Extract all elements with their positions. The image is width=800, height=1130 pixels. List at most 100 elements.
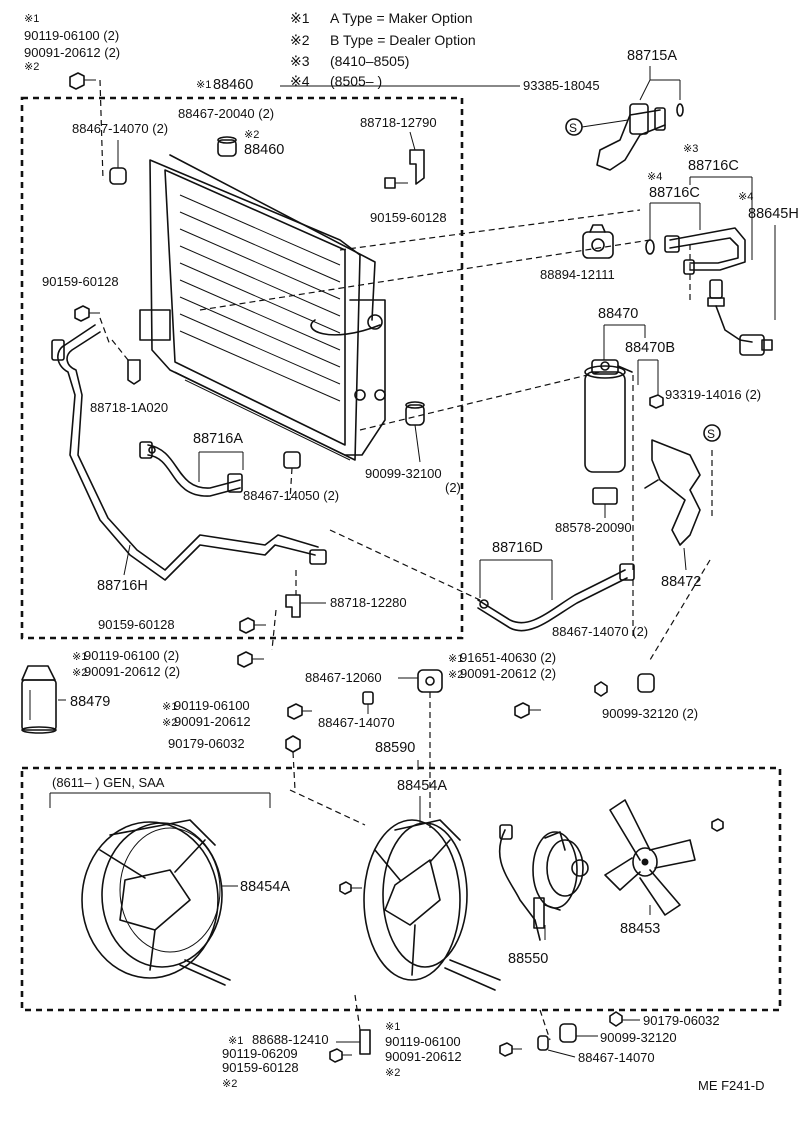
cushion-icon	[592, 487, 618, 518]
bolt-icon	[711, 818, 724, 832]
label-90091-20612-e: 90091-20612	[385, 1049, 462, 1064]
legend-mark-2: ※2	[290, 32, 310, 48]
label-88718-12280: 88718-12280	[330, 595, 407, 610]
label-90091-20612-d: 90091-20612	[174, 714, 251, 729]
label-90091-20612-c: 90091-20612 (2)	[460, 666, 556, 681]
label-90119-06100-d: 90119-06100	[385, 1034, 461, 1049]
mark-3-a: ※3	[683, 143, 698, 155]
label-93319-14016: 93319-14016 (2)	[665, 387, 761, 402]
label-88470b: 88470B	[625, 340, 675, 356]
label-90119-06209: 90119-06209	[222, 1046, 298, 1061]
label-88467-20040: 88467-20040 (2)	[178, 106, 274, 121]
bolt-icon	[69, 72, 104, 181]
legend-text-4: (8505– )	[330, 73, 382, 89]
fan-motor-icon	[532, 831, 589, 911]
label-90099-32120-b: 90099-32120	[600, 1030, 677, 1045]
label-88454a-b: 88454A	[397, 778, 447, 794]
label-90179-06032-a: 90179-06032	[168, 736, 245, 751]
leader-line	[639, 79, 651, 101]
mark-2-e: ※2	[162, 717, 177, 729]
label-88460: 88460	[244, 142, 284, 158]
label-88894-12111: 88894-12111	[540, 267, 615, 282]
figure-code: ME F241-D	[698, 1078, 764, 1093]
cushion-icon	[109, 140, 127, 185]
hose-icon	[477, 563, 635, 632]
label-90119-06100-c: 90119-06100	[174, 698, 250, 713]
refrigerant-can-icon	[21, 665, 57, 734]
legend-text-2: B Type = Dealer Option	[330, 32, 476, 48]
label-91651-40630: 91651-40630 (2)	[460, 650, 556, 665]
cushion-icon	[217, 136, 237, 157]
bolt-icon	[74, 305, 111, 346]
cushion-icon	[398, 669, 443, 830]
connector-dashed-line	[289, 789, 366, 826]
label-88467-14070-a: 88467-14070 (2)	[72, 121, 168, 136]
label-88590: 88590	[375, 740, 415, 756]
bolt-icon	[237, 651, 264, 668]
label-90099-32120-a: 90099-32120 (2)	[602, 706, 698, 721]
bracket-icon	[111, 339, 141, 385]
condenser-assembly-box	[20, 96, 464, 640]
label-88688-12410: 88688-12410	[252, 1032, 329, 1047]
label-88460-top: 88460	[213, 77, 253, 93]
cushion-icon	[405, 401, 425, 463]
nut-icon	[609, 1011, 640, 1027]
connector-dashed-line	[329, 529, 481, 601]
legend-mark-1: ※1	[290, 10, 310, 26]
pressure-switch-icon	[707, 279, 773, 356]
connector-dashed-line	[354, 994, 361, 1031]
bolt-icon	[339, 881, 362, 895]
mark-2-a: ※2	[24, 61, 39, 73]
mark-1-b: ※1	[196, 79, 211, 91]
label-93385-18045: 93385-18045	[523, 78, 600, 93]
label-88467-14070-b: 88467-14070 (2)	[552, 624, 648, 639]
connector-dashed-line	[339, 209, 641, 251]
cushion-icon	[362, 691, 374, 714]
pipe-icon	[645, 227, 746, 275]
label-90159-60128-c: 90159-60128	[98, 617, 175, 632]
mark-4-b: ※4	[738, 191, 753, 203]
mark-1-f: ※1	[228, 1035, 243, 1047]
mark-2-c: ※2	[72, 667, 87, 679]
mark-2-f: ※2	[222, 1078, 237, 1090]
clamp-icon	[582, 224, 614, 259]
label-88718-12790: 88718-12790	[360, 115, 437, 130]
motor-wire-icon	[498, 824, 545, 941]
legend-text-3: (8410–8505)	[330, 53, 409, 69]
label-90091-20612-b: 90091-20612 (2)	[84, 664, 180, 679]
mark-1-e: ※1	[162, 701, 177, 713]
label-90099-32100-qty: (2)	[445, 480, 461, 495]
bolt-icon	[287, 703, 312, 720]
section-gen-saa: (8611– ) GEN, SAA	[52, 775, 165, 790]
seal-s-icon: S	[703, 424, 721, 442]
bolt-icon	[499, 1042, 522, 1057]
label-88467-14050: 88467-14050 (2)	[243, 488, 339, 503]
seal-s-letter: S	[707, 427, 715, 441]
fan-blade-icon	[604, 799, 696, 916]
legend-mark-4: ※4	[290, 73, 310, 89]
label-88479: 88479	[70, 694, 110, 710]
label-88716h: 88716H	[97, 578, 148, 594]
label-88467-12060: 88467-12060	[305, 670, 382, 685]
label-88467-14070-c: 88467-14070	[318, 715, 395, 730]
label-90119-06100-b: 90119-06100 (2)	[84, 648, 179, 663]
mark-4-a: ※4	[647, 171, 662, 183]
label-88716c-a: 88716C	[688, 158, 739, 174]
label-88550: 88550	[508, 951, 548, 967]
connector-dashed-line	[199, 239, 651, 311]
hose-icon	[51, 324, 327, 581]
label-90159-60128-d: 90159-60128	[222, 1060, 299, 1075]
label-90179-06032-b: 90179-06032	[643, 1013, 720, 1028]
label-90091-20612-a: 90091-20612 (2)	[24, 45, 120, 60]
mark-1-a: ※1	[24, 13, 39, 25]
mark-1-c: ※1	[72, 651, 87, 663]
mark-1-d: ※1	[448, 653, 463, 665]
bracket-icon	[384, 131, 425, 189]
clip-icon	[336, 1029, 371, 1055]
cushion-icon	[559, 1023, 598, 1043]
label-88716a: 88716A	[193, 431, 243, 447]
connector-dashed-line	[539, 1009, 551, 1041]
pipe-icon	[596, 103, 684, 171]
label-88470: 88470	[598, 306, 638, 322]
